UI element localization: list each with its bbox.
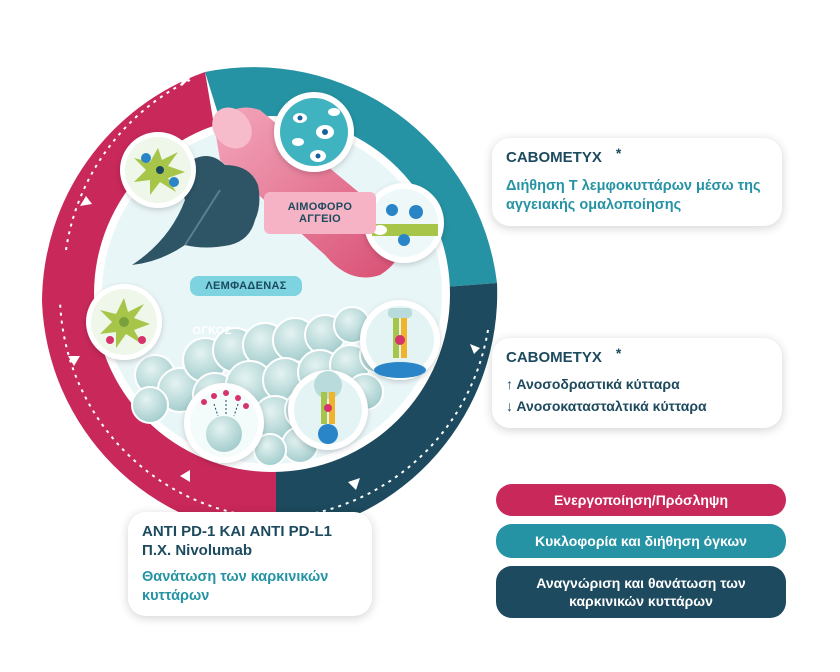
- card-bottom-title: ANTI PD-1 ΚΑΙ ANTI PD-L1 Π.Χ. Nivolumab: [142, 523, 333, 559]
- vessel-label: ΑΙΜΟΦΟΡΟ ΑΓΓΕΙΟ: [264, 192, 376, 234]
- card-cabometyx-immune: CABOMETYX * ↑ Ανοσοδραστικά κύτταρα ↓ Ανο…: [492, 338, 782, 428]
- legend-activation: Ενεργοποίηση/Πρόσληψη: [496, 484, 786, 516]
- cycle-arrows: [59, 60, 489, 517]
- legend-trafficking-label: Κυκλοφορία και διήθηση όγκων: [535, 533, 747, 549]
- lymph-node: [132, 156, 260, 265]
- detail-vessel-wall: [364, 183, 444, 263]
- card-top-text: Διήθηση Τ λεμφοκυττάρων μέσω της αγγειακ…: [506, 178, 761, 213]
- tumor-label: ΟΓΚΟΣ: [188, 322, 236, 340]
- arrow-heads: [68, 64, 480, 490]
- legend-recognition-label: Αναγνώριση και θανάτωση των καρκινικών κ…: [536, 575, 746, 609]
- legend-trafficking: Κυκλοφορία και διήθηση όγκων: [496, 524, 786, 558]
- trademark-mark: *: [615, 345, 622, 361]
- tumor-label-text: ΟΓΚΟΣ: [192, 325, 232, 337]
- legend-recognition: Αναγνώριση και θανάτωση των καρκινικών κ…: [496, 566, 786, 618]
- detail-blood-cells: [274, 92, 354, 172]
- card-middle-line1: ↑ Ανοσοδραστικά κύτταρα: [506, 376, 680, 392]
- card-top-title: CABOMETYX: [506, 149, 602, 166]
- detail-dendritic-top: [120, 132, 196, 208]
- card-bottom-text: Θανάτωση των καρκινικών κυττάρων: [142, 569, 329, 604]
- detail-receptor-bottom: [288, 370, 368, 450]
- detail-dendritic-left: [86, 284, 162, 360]
- card-cabometyx-vascular: CABOMETYX * Διήθηση Τ λεμφοκυττάρων μέσω …: [492, 138, 782, 226]
- card-middle-title-row: CABOMETYX *: [506, 345, 768, 367]
- card-middle-title: CABOMETYX: [506, 349, 602, 366]
- vessel-label-text: ΑΙΜΟΦΟΡΟ ΑΓΓΕΙΟ: [287, 201, 353, 225]
- card-top-title-row: CABOMETYX *: [506, 145, 768, 167]
- card-middle-line2: ↓ Ανοσοκατασταλτικά κύτταρα: [506, 398, 707, 414]
- detail-cell-killing: [184, 383, 264, 463]
- trademark-mark: *: [615, 145, 622, 161]
- legend-activation-label: Ενεργοποίηση/Πρόσληψη: [553, 492, 729, 508]
- card-anti-pd1: ANTI PD-1 ΚΑΙ ANTI PD-L1 Π.Χ. Nivolumab …: [128, 512, 372, 616]
- lymph-node-label: ΛΕΜΦΑΔΕΝΑΣ: [190, 276, 302, 296]
- detail-receptor-top: [360, 300, 440, 380]
- lymph-node-label-text: ΛΕΜΦΑΔΕΝΑΣ: [205, 280, 287, 292]
